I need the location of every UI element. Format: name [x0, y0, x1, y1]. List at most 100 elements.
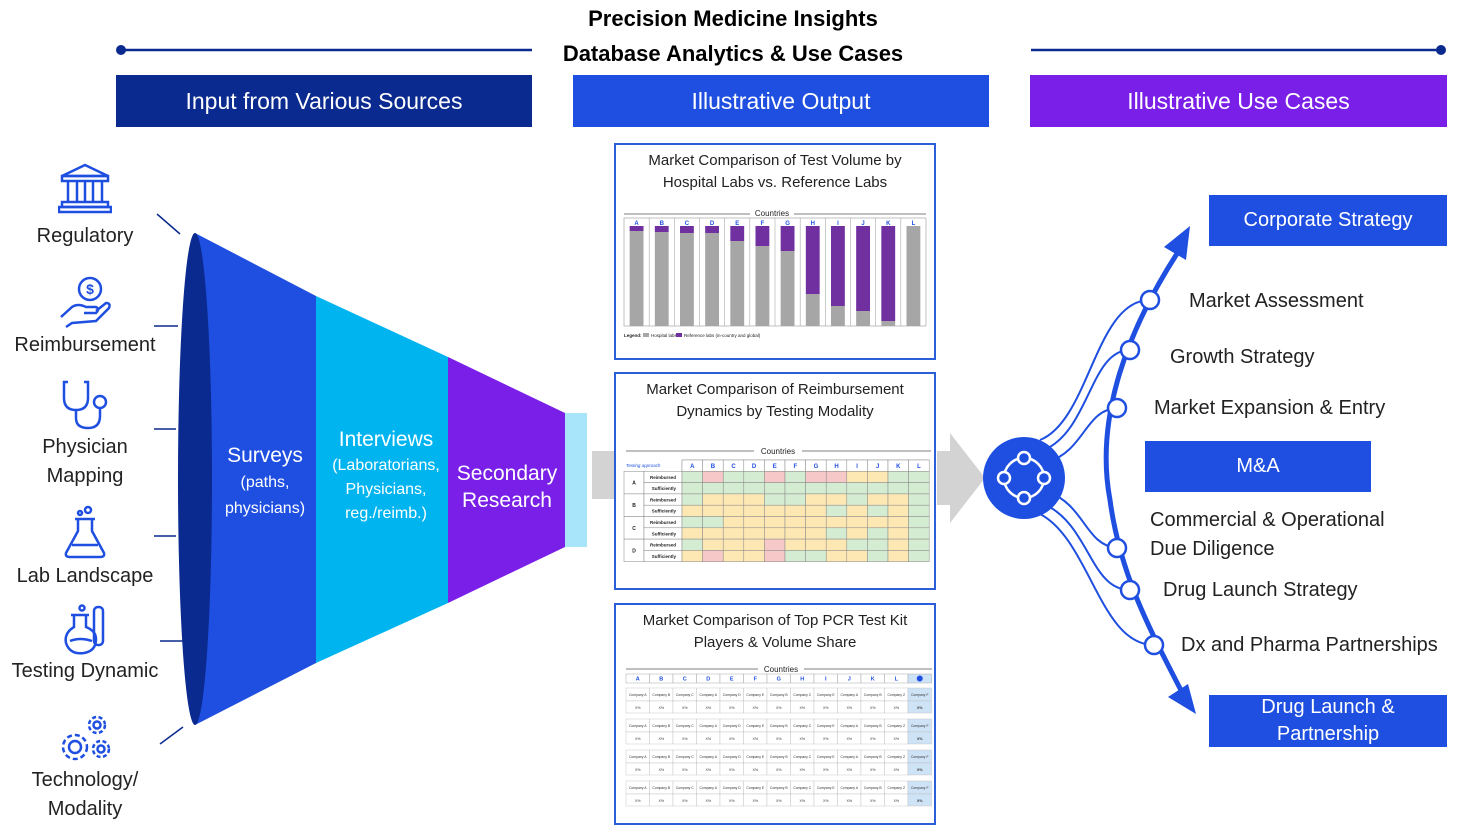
use-case-commercial-line1: Commercial & Operational — [1150, 509, 1385, 531]
reimb-cell — [908, 538, 930, 551]
bar-reference-B — [654, 226, 669, 232]
panel1-legend-label: Legend: — [624, 333, 642, 338]
connector-regulatory — [156, 213, 181, 235]
reimb-cell — [681, 504, 703, 517]
reimb-cell — [702, 527, 724, 540]
reimb-cell — [846, 471, 868, 483]
reimb-cell — [908, 493, 930, 506]
reimb-rowlabel: Reimbursed — [650, 475, 676, 480]
reimb-cell — [867, 516, 889, 529]
pcr-company-text: Company A — [699, 755, 717, 759]
bar-reference-J — [856, 226, 871, 311]
drug-launch-line1: Drug Launch & — [1261, 696, 1395, 718]
pcr-company-text: Company C — [676, 786, 694, 790]
node-growth-strategy — [1119, 339, 1141, 361]
reimb-cell — [887, 482, 909, 495]
pcr-company-text: Company B — [770, 755, 788, 759]
use-case-market-expansion: Market Expansion & Entry — [1154, 397, 1386, 419]
pcr-share-text: X% — [870, 737, 876, 741]
bar-tick-label-H: H — [811, 221, 815, 227]
pcr-company-text: Company A — [840, 693, 858, 697]
reimb-cell — [846, 493, 868, 506]
pcr-share-text: X% — [682, 706, 688, 710]
pcr-company-text: Company A — [840, 755, 858, 759]
funnel-interviews-text: Interviews (Laboratorians, Physicians, r… — [318, 426, 454, 526]
pcr-company-text: Company B — [864, 786, 882, 790]
gears-icon — [61, 715, 111, 761]
output-panel-reimbursement: Market Comparison of Reimbursement Dynam… — [614, 372, 936, 590]
use-case-growth-strategy: Growth Strategy — [1170, 346, 1315, 368]
use-case-commercial: Commercial & Operational Due Diligence — [1150, 506, 1385, 564]
funnel-surveys-text: Surveys (paths, physicians) — [214, 441, 316, 522]
bar-hospital-E — [730, 241, 745, 326]
pcr-company-text: Company Z — [887, 693, 905, 697]
reimb-cell — [805, 493, 827, 506]
bar-tick-label-D: D — [710, 221, 715, 227]
pcr-company-text: Company Z — [887, 724, 905, 728]
reimb-cell — [887, 527, 909, 540]
pcr-company-text: Company F — [911, 755, 929, 759]
pcr-share-text: X% — [846, 737, 852, 741]
pcr-share-text: X% — [870, 706, 876, 710]
hand-dollar-icon: $ — [60, 276, 111, 329]
reimb-rowlabel: Sufficiently — [652, 486, 677, 491]
pcr-share-text: X% — [705, 706, 711, 710]
reimb-cell — [867, 550, 889, 562]
reimb-cell — [846, 482, 868, 495]
pcr-share-text: X% — [917, 737, 923, 741]
reimb-cell — [825, 482, 848, 495]
bar-reference-I — [830, 226, 845, 306]
bar-tick-label-C: C — [685, 221, 690, 227]
funnel-surveys-title: Surveys — [227, 444, 303, 467]
pcr-company-text: Company C — [793, 786, 811, 790]
pcr-company-text: Company D — [723, 786, 741, 790]
use-case-spine — [1103, 238, 1189, 702]
pcr-share-text: X% — [893, 737, 899, 741]
pcr-share-text: X% — [917, 768, 923, 772]
svg-text:$: $ — [86, 281, 94, 297]
branch-drug-launch-strategy — [1043, 503, 1131, 591]
reimb-cell — [825, 527, 848, 540]
pcr-share-text: X% — [682, 768, 688, 772]
node-market-assessment — [1139, 289, 1161, 311]
reimb-header-label-F: F — [793, 464, 797, 470]
source-label-physician: Physician Mapping — [0, 433, 170, 491]
reimb-header-label-G: G — [814, 464, 819, 470]
pcr-share-text: X% — [658, 706, 664, 710]
reimb-cell — [805, 538, 827, 551]
panel3-title-line2: Players & Volume Share — [693, 634, 857, 651]
pcr-company-text: Company D — [723, 693, 741, 697]
reimb-cell — [743, 550, 765, 562]
pcr-company-text: Company F — [911, 693, 929, 697]
reimb-cell — [908, 516, 930, 529]
reimb-cell — [702, 504, 724, 517]
pcr-share-text: X% — [752, 737, 758, 741]
pcr-company-text: Company B — [652, 755, 670, 759]
pcr-company-text: Company E — [746, 724, 764, 728]
pcr-company-text: Company E — [746, 786, 764, 790]
reimb-cell — [743, 504, 765, 517]
reimb-cell — [867, 527, 889, 540]
reimb-cell — [867, 482, 889, 495]
reimb-cell — [764, 550, 786, 562]
pcr-share-text: X% — [682, 737, 688, 741]
reimb-cell — [784, 550, 806, 562]
pcr-company-text: Company B — [652, 724, 670, 728]
use-case-market-assessment: Market Assessment — [1189, 290, 1364, 312]
legend-reference-text: Reference labs (in-country and global) — [684, 333, 761, 338]
source-label-lab-landscape: Lab Landscape — [16, 565, 154, 587]
funnel-interviews-sub2: Physicians, — [345, 481, 427, 498]
pcr-company-text: Company E — [817, 724, 835, 728]
reimb-cell — [722, 538, 745, 551]
legend-swatch-reference — [676, 333, 682, 337]
reimb-cell — [846, 550, 868, 562]
pcr-share-text: X% — [917, 799, 923, 803]
pcr-share-cell — [907, 762, 932, 776]
pcr-share-cell — [907, 731, 932, 745]
funnel-secondary-text: Secondary Research — [452, 460, 562, 514]
bar-hospital-J — [856, 311, 871, 326]
funnel-secondary-line1: Secondary — [456, 462, 558, 485]
legend-hospital-text: Hospital labs — [651, 333, 678, 338]
